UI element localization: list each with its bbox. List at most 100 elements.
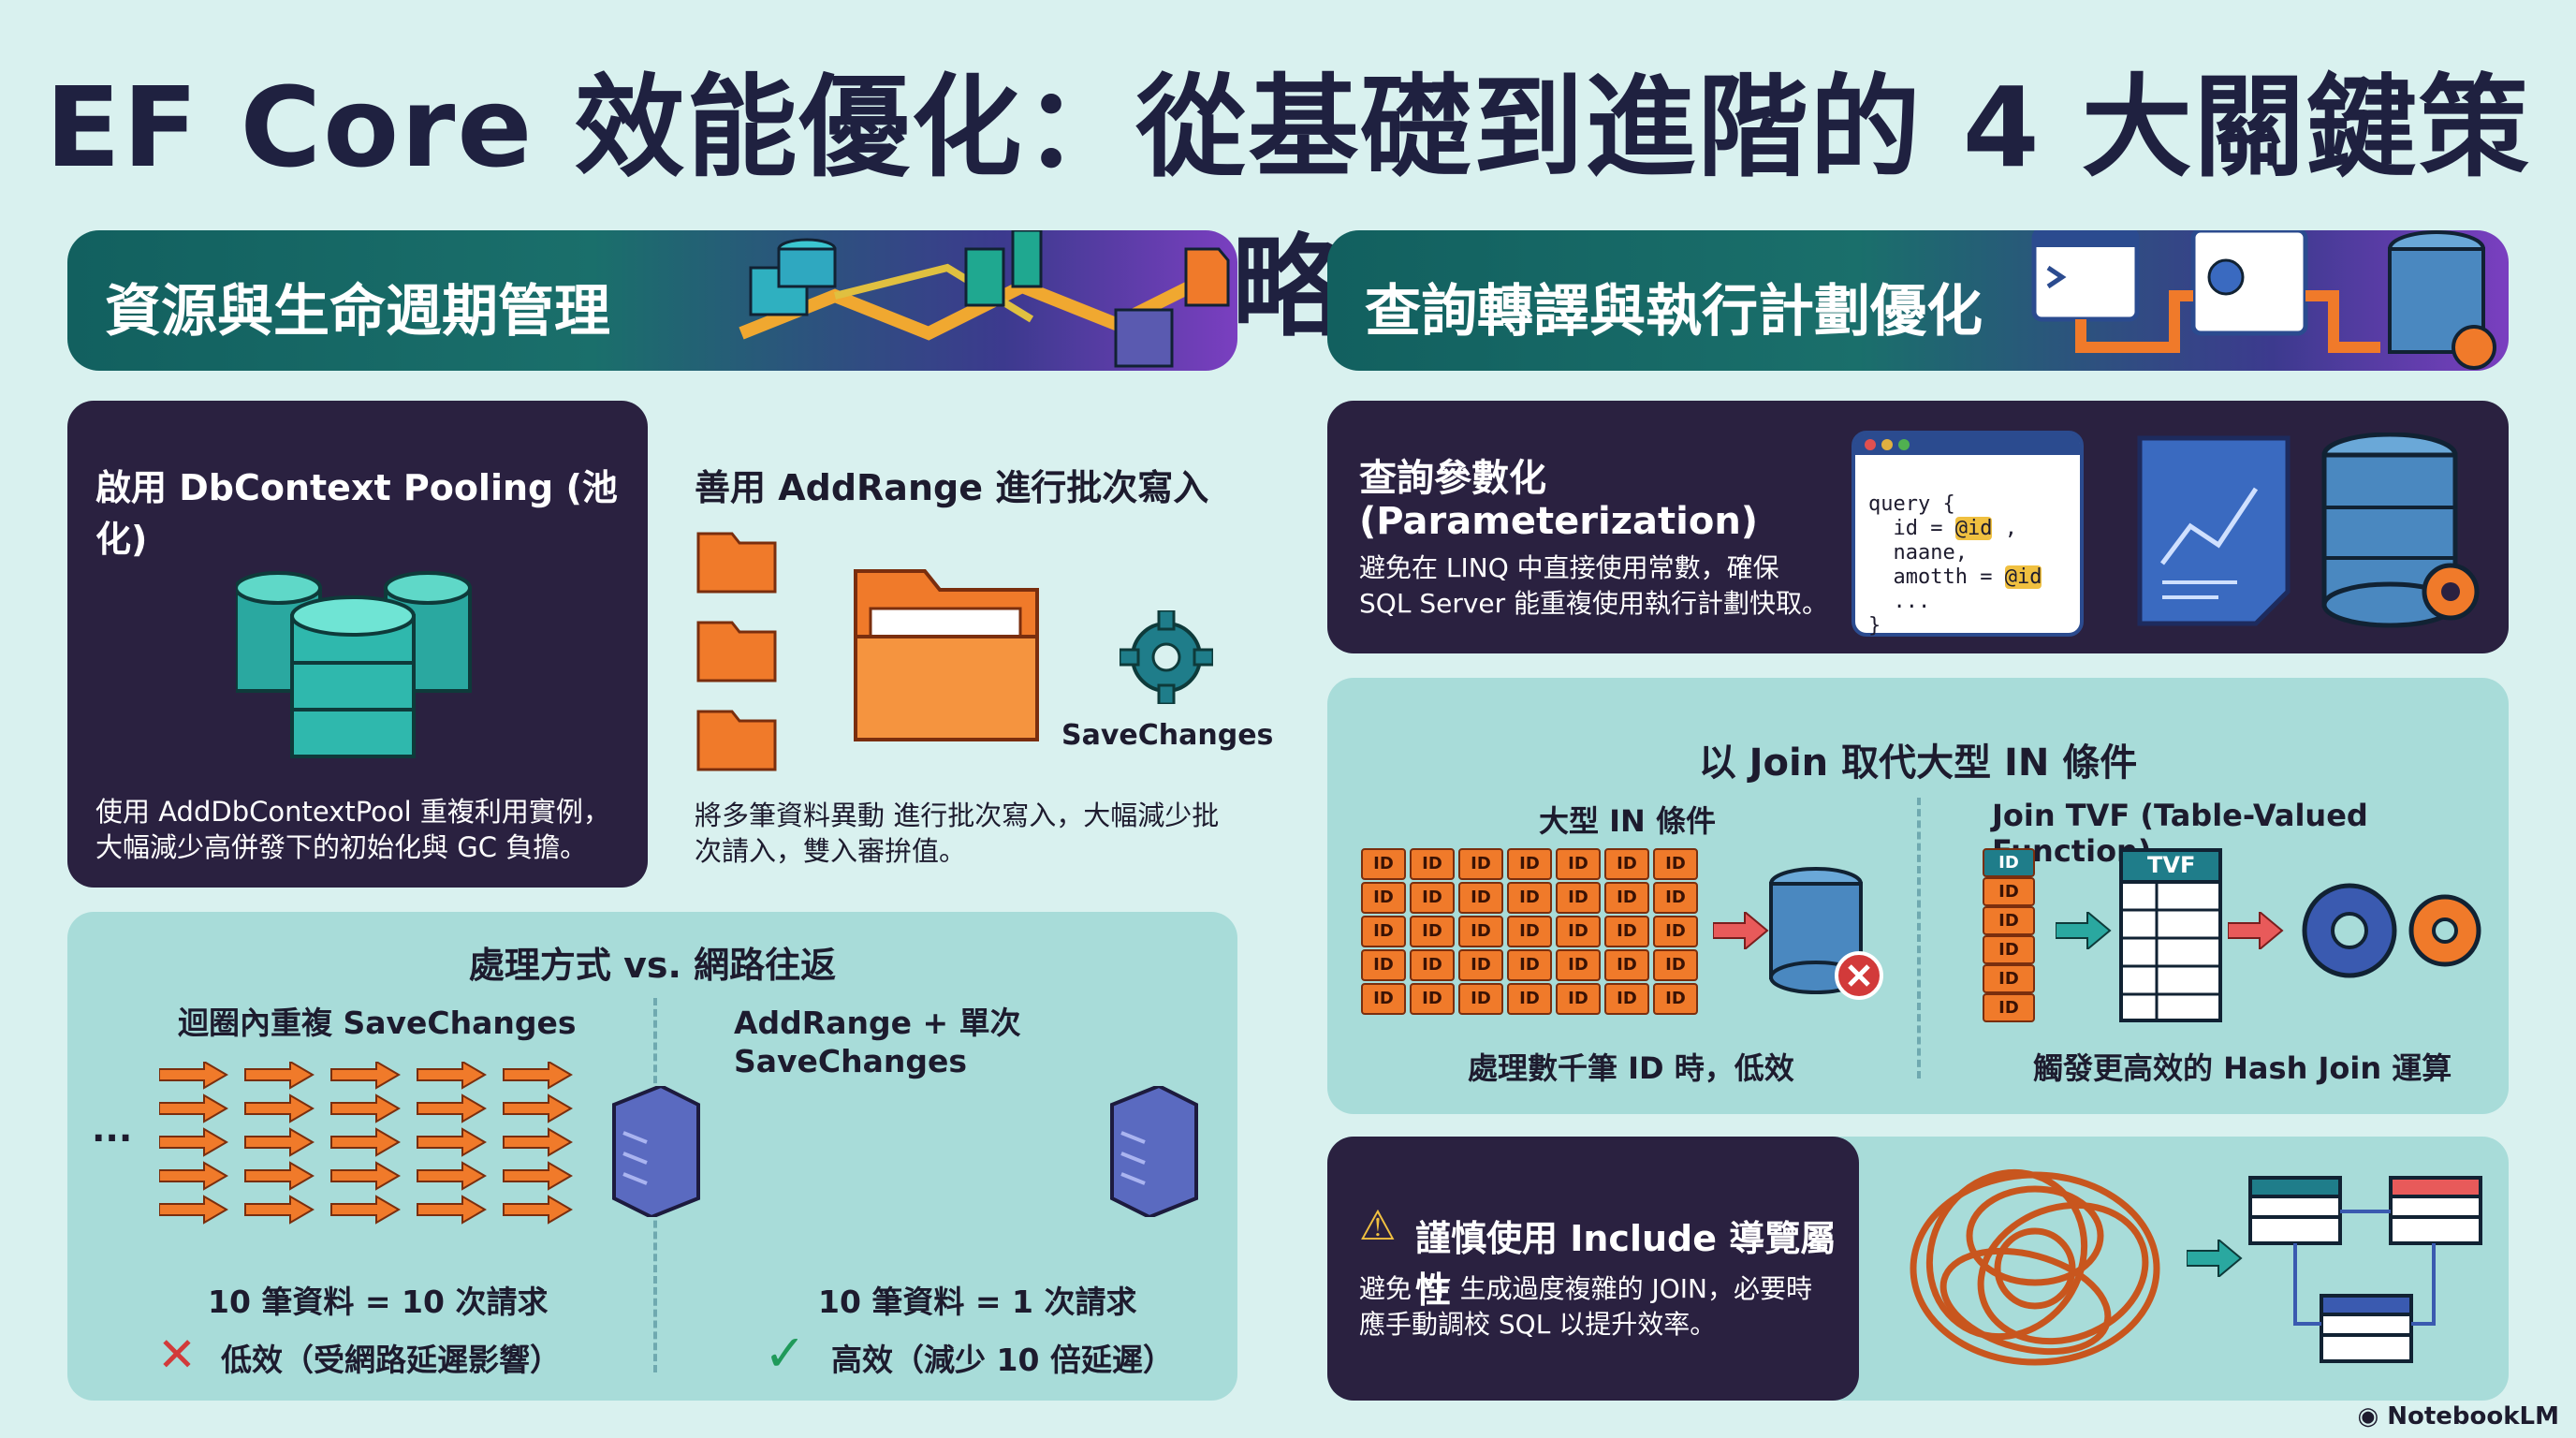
pooling-desc-2: 大幅減少高併發下的初始化與 GC 負擔。 (95, 831, 588, 863)
join-title: 以 Join 取代大型 IN 條件 (1698, 741, 2138, 785)
param-title-2: (Parameterization) (1359, 500, 1759, 543)
id-cell: ID (1361, 848, 1406, 880)
id-cell: ID (1653, 916, 1698, 947)
id-cell: ID (1653, 848, 1698, 880)
include-card: ⚠ 謹慎使用 Include 導覽屬性 避免 EF 生成過度複雜的 JOIN，必… (1327, 1137, 2509, 1401)
database-gear-icon (2321, 433, 2480, 628)
one-request-label: 10 筆資料 = 1 次請求 (818, 1284, 1137, 1320)
addrange-single-heading: AddRange + 單次 SaveChanges (734, 1005, 1021, 1079)
server-icon (612, 1086, 700, 1217)
id-cell: ID (1410, 882, 1455, 914)
request-arrow (330, 1161, 401, 1191)
notebooklm-logo-icon: ◉ (2357, 1402, 2388, 1431)
id-cell: ID (1458, 983, 1503, 1015)
request-arrow (417, 1062, 487, 1090)
id-cell: ID (1361, 949, 1406, 981)
arrow-right-include-icon (2187, 1240, 2243, 1277)
id-cell: ID (1458, 916, 1503, 947)
code-line-3: naane, (1868, 541, 1968, 565)
request-arrow (503, 1127, 573, 1157)
request-arrow (417, 1195, 487, 1225)
blueprint-document-icon (2137, 435, 2291, 626)
ellipsis: ... (92, 1108, 133, 1150)
id-cell: ID (1556, 848, 1601, 880)
param-title-1: 查詢參數化 (1359, 457, 1546, 500)
arrow-right-teal-icon (2056, 912, 2112, 949)
left-banner-title: 資源與生命週期管理 (105, 279, 610, 345)
include-desc-2: 應手動調校 SQL 以提升效率。 (1359, 1309, 1717, 1340)
network-title: 處理方式 vs. 網路往返 (468, 945, 837, 986)
parameterization-card: 查詢參數化 (Parameterization) 避免在 LINQ 中直接使用常… (1327, 401, 2509, 653)
page-title: EF Core 效能優化：從基礎到進階的 4 大關鍵策略 (45, 63, 2531, 352)
right-banner-title: 查詢轉譯與執行計劃優化 (1365, 279, 1983, 345)
code-line-6: } (1868, 614, 1881, 638)
low-efficiency-label: 低效（受網路延遲影響） (221, 1342, 561, 1378)
id-cell: ID (1983, 906, 2035, 935)
id-cell: ID (1604, 949, 1649, 981)
join-card: 以 Join 取代大型 IN 條件 大型 IN 條件 Join TVF (Tab… (1327, 678, 2509, 1114)
id-cell: ID (1983, 964, 2035, 993)
id-cell: ID (1653, 949, 1698, 981)
code-line-4: amotth = @id (1868, 565, 2042, 589)
request-arrow (330, 1195, 401, 1225)
request-arrow (330, 1127, 401, 1157)
pooling-desc-1: 使用 AddDbContextPool 重複利用實例， (95, 796, 610, 828)
id-cell: ID (1458, 848, 1503, 880)
database-stack-icon (236, 571, 472, 758)
id-cell: ID (1507, 916, 1552, 947)
id-cell: ID (1556, 916, 1601, 947)
arrow-right-red-icon (2228, 912, 2284, 949)
savechanges-label: SaveChanges (1061, 719, 1274, 752)
id-cell: ID (1507, 983, 1552, 1015)
id-cell: ID (1653, 882, 1698, 914)
id-cell: ID (1361, 882, 1406, 914)
tvf-label: TVF (2147, 852, 2196, 878)
cross-icon: ✕ (157, 1328, 197, 1382)
id-cell: ID (1983, 993, 2035, 1022)
request-arrow (503, 1161, 573, 1191)
request-arrow (244, 1062, 315, 1090)
id-cell: ID (1653, 983, 1698, 1015)
addrange-desc-2: 次請入，雙入審拚值。 (695, 835, 967, 867)
id-cell: ID (1604, 983, 1649, 1015)
request-arrow (244, 1127, 315, 1157)
left-banner: 資源與生命週期管理 (67, 230, 1237, 371)
id-cell: ID (1361, 983, 1406, 1015)
code-line-5: ... (1868, 590, 1931, 613)
param-desc-1: 避免在 LINQ 中直接使用常數，確保 (1359, 552, 1779, 583)
pooling-title: 啟用 DbContext Pooling (池化) (95, 467, 618, 560)
id-cell: ID (1361, 916, 1406, 947)
small-folders-icon (696, 532, 777, 771)
id-cell: ID (1556, 983, 1601, 1015)
include-text-panel: ⚠ 謹慎使用 Include 導覽屬性 避免 EF 生成過度複雜的 JOIN，必… (1327, 1137, 1859, 1401)
id-cell: ID (1983, 935, 2035, 964)
ten-requests-label: 10 筆資料 = 10 次請求 (208, 1284, 549, 1320)
tangled-joins-icon (1910, 1168, 2160, 1366)
code-snippet: query { id = @id , naane, amotth = @id .… (1852, 431, 2084, 638)
tvf-table-icon (2119, 848, 2222, 1022)
id-cell: ID (1604, 882, 1649, 914)
id-cell: ID (1604, 848, 1649, 880)
include-title: 謹慎使用 Include 導覽屬性 (1415, 1218, 1837, 1311)
many-requests-arrows-icon (159, 1062, 573, 1225)
right-banner: 查詢轉譯與執行計劃優化 (1327, 230, 2509, 371)
clean-tables-icon (2248, 1176, 2482, 1363)
addrange-title: 善用 AddRange 進行批次寫入 (695, 467, 1209, 508)
request-arrow (330, 1093, 401, 1123)
id-cell: ID (1556, 882, 1601, 914)
server-icon-single (1110, 1086, 1198, 1217)
id-cell: ID (1604, 916, 1649, 947)
pooling-card: 啟用 DbContext Pooling (池化) 使用 AddDbContex… (67, 401, 648, 888)
request-arrow (159, 1062, 228, 1090)
id-cell: ID (1410, 916, 1455, 947)
large-folder-icon (854, 569, 1039, 741)
request-arrow (503, 1062, 573, 1090)
warning-icon: ⚠ (1359, 1202, 1397, 1250)
request-arrow (244, 1093, 315, 1123)
code-line-2: id = @id , (1868, 517, 2017, 540)
id-cell: ID (1410, 848, 1455, 880)
param-desc-2: SQL Server 能重複使用執行計劃快取。 (1359, 588, 1829, 619)
id-cell: ID (1507, 848, 1552, 880)
join-tvf-heading: Join TVF (Table-Valued Function) (1992, 798, 2368, 869)
